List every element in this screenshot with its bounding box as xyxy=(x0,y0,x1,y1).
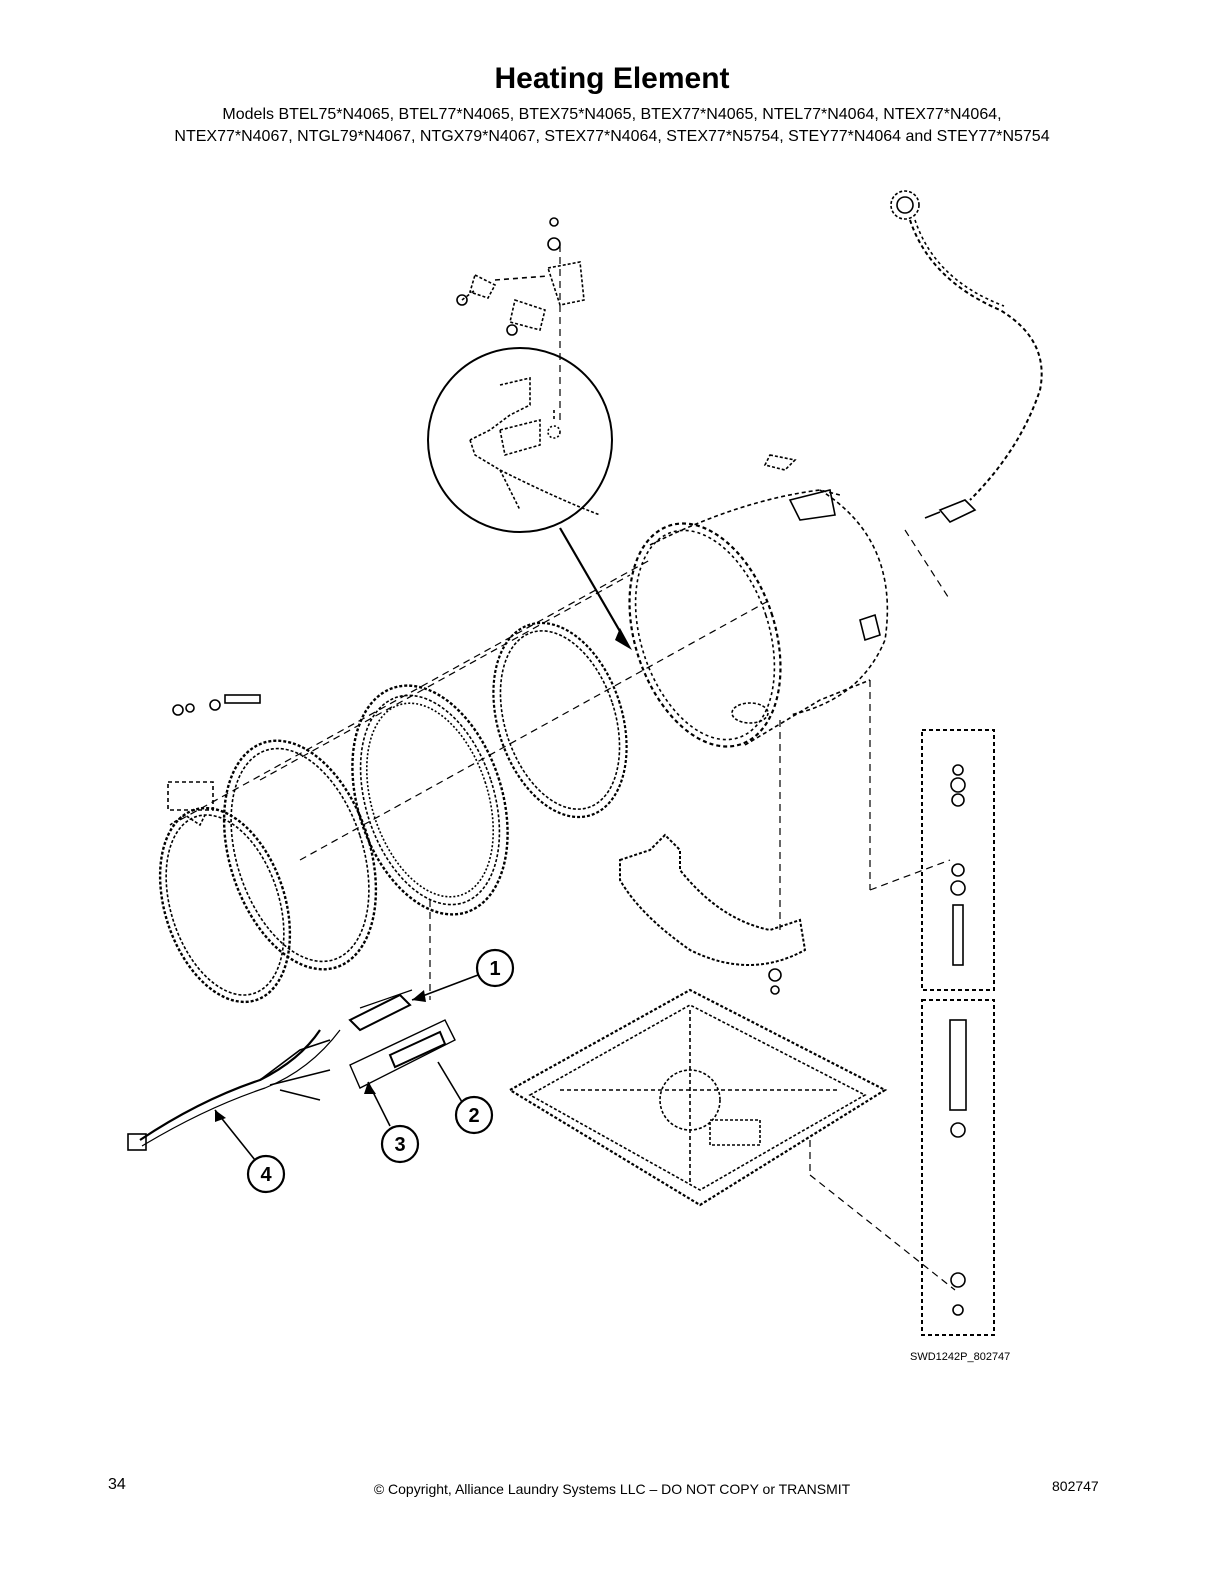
callout-4-label: 4 xyxy=(260,1164,272,1186)
wire-harness xyxy=(127,1029,341,1151)
lower-support-cradle xyxy=(619,833,807,995)
callout-2-label: 2 xyxy=(468,1105,479,1127)
callout-3: 3 xyxy=(380,1124,420,1164)
assembly-axis-lines xyxy=(179,245,956,1291)
models-list: Models BTEL75*N4065, BTEL77*N4065, BTEX7… xyxy=(0,104,1224,148)
outer-tub-drum xyxy=(628,454,889,748)
page-number: 34 xyxy=(108,1476,126,1493)
callout-1: 1 xyxy=(475,948,515,988)
magnifier-pointer xyxy=(559,527,626,641)
front-tub-ring xyxy=(351,684,509,916)
sensor-harness-wire xyxy=(890,190,1043,523)
models-line-1: Models BTEL75*N4065, BTEL77*N4065, BTEX7… xyxy=(222,106,1002,123)
callout-1-label: 1 xyxy=(489,958,500,980)
top-bracket-assembly xyxy=(456,217,585,336)
shock-absorber-lower xyxy=(921,999,995,1336)
page-title: Heating Element xyxy=(494,62,730,95)
copyright-notice: © Copyright, Alliance Laundry Systems LL… xyxy=(373,1481,851,1497)
base-frame xyxy=(507,988,888,1207)
magnifier-arrowhead xyxy=(615,628,632,650)
callout-2: 2 xyxy=(454,1095,494,1135)
callout-3-label: 3 xyxy=(394,1134,405,1156)
heating-element-kit xyxy=(349,1019,456,1089)
drawing-id: SWD1242P_802747 xyxy=(910,1351,1011,1363)
front-seal-ring xyxy=(492,621,628,819)
document-number: 802747 xyxy=(1052,1478,1099,1494)
callout-leaders xyxy=(214,974,479,1161)
front-mount-bracket xyxy=(167,694,261,827)
detail-magnifier xyxy=(427,347,613,533)
front-gasket-ring-2 xyxy=(222,739,378,971)
callout-4: 4 xyxy=(246,1154,286,1194)
heating-element xyxy=(348,989,413,1032)
shock-absorber-upper xyxy=(921,729,995,991)
models-line-2: NTEX77*N4067, NTGL79*N4067, NTGX79*N4067… xyxy=(174,128,1050,145)
